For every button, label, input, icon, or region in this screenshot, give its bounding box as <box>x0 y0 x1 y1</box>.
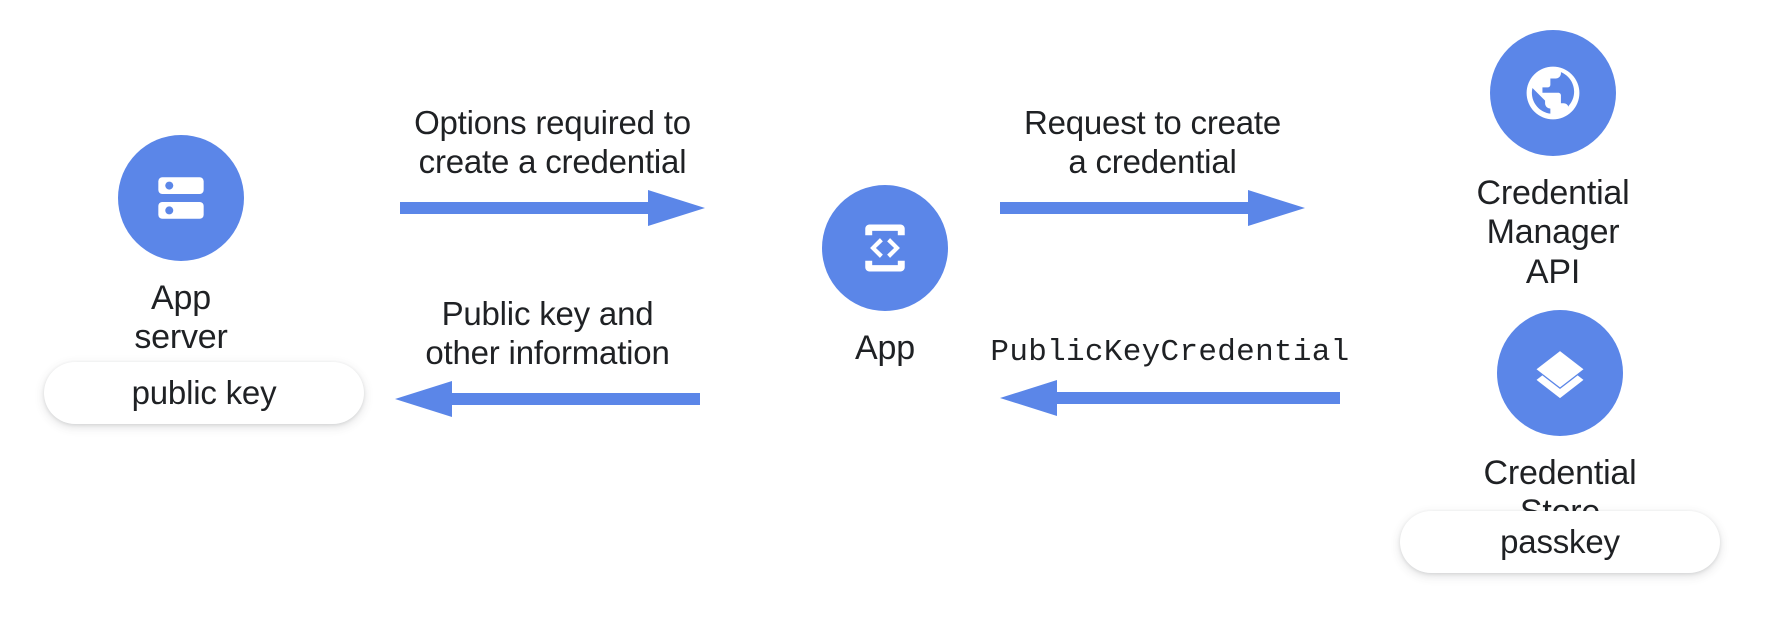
arrow-options-required-caption: Options required to create a credential <box>414 104 691 180</box>
app-circle <box>822 185 948 311</box>
app-server-label: App server <box>134 279 228 357</box>
credential-manager-api-label: Credential Manager API <box>1476 174 1630 291</box>
app-server-circle <box>118 135 244 261</box>
arrow-public-key-info: Public key and other information <box>395 295 700 419</box>
arrow-options-required: Options required to create a credential <box>400 104 705 228</box>
pill-public-key-text: public key <box>131 374 277 411</box>
credential-store-circle <box>1497 310 1623 436</box>
arrow-left-2-icon <box>1000 379 1340 416</box>
app-label: App <box>855 329 915 367</box>
pill-passkey: passkey <box>1400 511 1720 573</box>
credential-manager-api-circle <box>1490 30 1616 156</box>
arrow-right-1-icon <box>400 189 705 226</box>
node-credential-manager-api: Credential Manager API <box>1477 30 1630 292</box>
arrow-public-key-credential-caption: PublicKeyCredential <box>990 335 1350 370</box>
arrow-request-create: Request to create a credential <box>1000 104 1305 228</box>
pill-public-key: public key <box>44 362 364 424</box>
phone-code-icon <box>853 216 917 280</box>
layers-icon <box>1528 341 1592 405</box>
server-icon <box>149 166 213 230</box>
node-credential-store: Credential Store <box>1484 310 1637 533</box>
arrow-right-2-icon <box>1000 189 1305 226</box>
arrow-public-key-credential: PublicKeyCredential <box>990 335 1349 418</box>
node-app: App <box>822 185 948 368</box>
arrow-left-1-icon <box>395 380 700 417</box>
globe-public-icon <box>1520 60 1586 126</box>
node-app-server: App server <box>118 135 244 358</box>
pill-passkey-text: passkey <box>1500 523 1620 560</box>
arrow-public-key-info-caption: Public key and other information <box>425 295 670 371</box>
arrow-request-create-caption: Request to create a credential <box>1023 104 1282 180</box>
